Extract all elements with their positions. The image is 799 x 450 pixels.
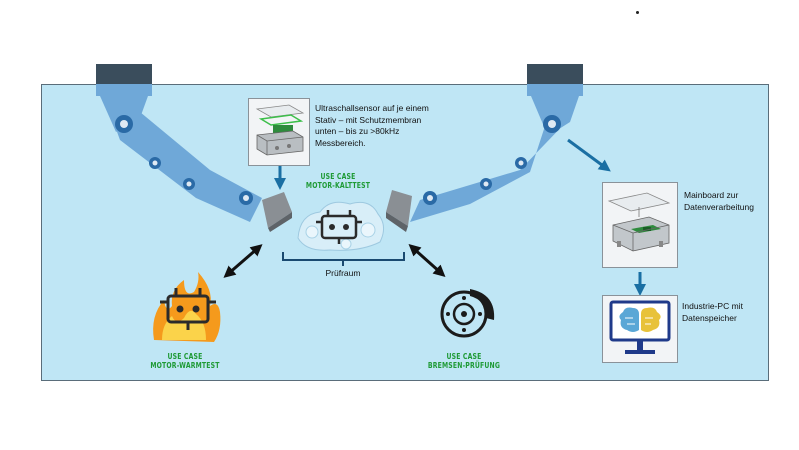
stray-dot <box>636 11 639 14</box>
engine-on-fire-icon <box>153 272 221 342</box>
sensor-caption-line-4: Messbereich. <box>315 137 366 148</box>
mainboard-caption-line-2: Datenverarbeitung <box>684 201 754 212</box>
usecase-cold-label: USE CASE MOTOR-KALTTEST <box>304 172 373 190</box>
pc-caption-line-1: Industrie-PC mit <box>682 301 743 311</box>
ultrasonic-sensor-card <box>248 98 310 166</box>
usecase-cold-line-2: MOTOR-KALTTEST <box>305 181 371 190</box>
sensor-caption-line-3: unten – bis zu >80kHz <box>315 126 400 136</box>
usecase-brake-line-2: BREMSEN-PRÜFUNG <box>427 361 501 370</box>
robot-arm-right-icon <box>386 64 583 232</box>
pc-caption: Industrie-PC mit Datenspeicher <box>682 301 743 324</box>
industrial-pc-card <box>602 295 678 363</box>
mainboard-icon <box>607 192 671 252</box>
robot-arm-left-icon <box>96 64 292 232</box>
usecase-brake-line-1: USE CASE <box>446 352 482 361</box>
pc-caption-line-2: Datenspeicher <box>682 312 737 323</box>
brake-double-arrow <box>408 244 446 277</box>
usecase-brake-label: USE CASE BREMSEN-PRÜFUNG <box>421 352 506 370</box>
engine-on-ice-icon <box>297 201 384 251</box>
mainboard-card <box>602 182 678 268</box>
usecase-warm-label: USE CASE MOTOR-WARMTEST <box>145 352 225 370</box>
usecase-warm-line-2: MOTOR-WARMTEST <box>150 361 220 370</box>
brake-disc-icon <box>440 289 495 338</box>
industrial-pc-icon <box>609 300 671 354</box>
sensor-caption-line-1: Ultraschallsensor auf je einem <box>315 103 429 113</box>
pruefraum-bracket <box>282 252 405 266</box>
sensor-caption-line-2: Stativ – mit Schutzmembran <box>315 114 422 125</box>
mainboard-caption: Mainboard zur Datenverarbeitung <box>684 190 754 213</box>
mainboard-caption-line-1: Mainboard zur <box>684 190 739 200</box>
ultrasonic-sensor-icon <box>255 104 305 156</box>
to-mainboard-arrow <box>567 138 611 172</box>
sensor-caption: Ultraschallsensor auf je einem Stativ – … <box>315 103 429 149</box>
usecase-warm-line-1: USE CASE <box>167 352 203 361</box>
warm-double-arrow <box>223 244 263 278</box>
pruefraum-label: Prüfraum <box>325 268 361 278</box>
usecase-cold-line-1: USE CASE <box>320 172 356 181</box>
